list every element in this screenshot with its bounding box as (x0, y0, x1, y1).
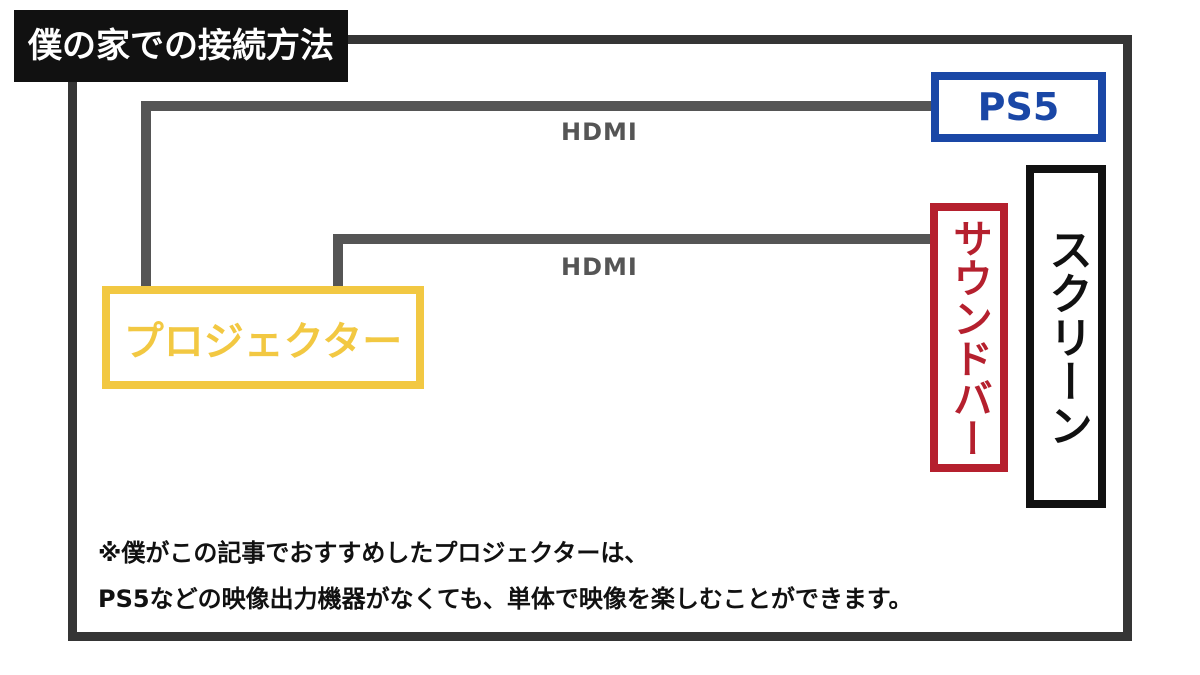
hdmi-label-soundbar: HDMI (561, 253, 638, 281)
ps5-box: PS5 (931, 72, 1106, 142)
diagram-frame (68, 35, 1132, 641)
diagram-title: 僕の家での接続方法 (14, 10, 348, 82)
hdmi-label-ps5: HDMI (561, 118, 638, 146)
projector-box: プロジェクター (102, 286, 424, 389)
hdmi-cable-soundbar-top (333, 234, 932, 244)
footnote-line-2: PS5などの映像出力機器がなくても、単体で映像を楽しむことができます。 (98, 585, 913, 613)
soundbar-box: サウンドバー (930, 203, 1008, 472)
hdmi-cable-ps5-drop (141, 101, 151, 288)
hdmi-cable-ps5-top (141, 101, 933, 111)
footnote-line-1: ※僕がこの記事でおすすめしたプロジェクターは、 (98, 539, 649, 567)
footnote: ※僕がこの記事でおすすめしたプロジェクターは、 PS5などの映像出力機器がなくて… (98, 530, 913, 622)
soundbar-label: サウンドバー (946, 217, 992, 458)
screen-box: スクリーン (1026, 165, 1106, 508)
ps5-label: PS5 (977, 85, 1060, 129)
hdmi-cable-soundbar-drop (333, 234, 343, 288)
screen-label: スクリーン (1041, 226, 1092, 447)
projector-label: プロジェクター (123, 318, 403, 365)
